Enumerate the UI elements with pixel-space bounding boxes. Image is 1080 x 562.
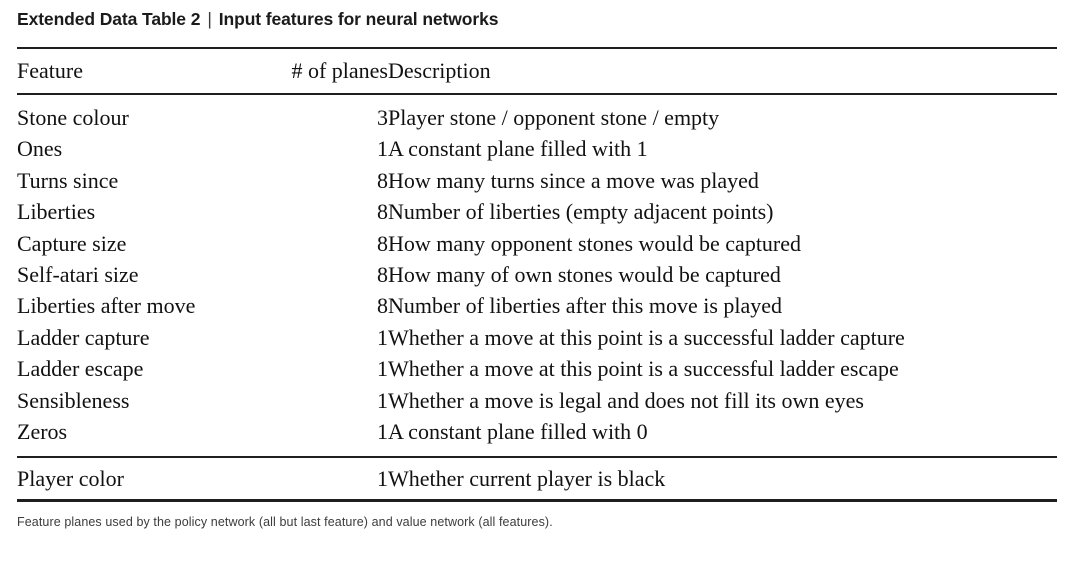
planes-cell: 1	[377, 324, 388, 350]
planes-cell: 8	[377, 293, 388, 319]
table-footer-section: Player color 1 Whether current player is…	[17, 457, 1057, 501]
description-cell: How many turns since a move was played	[388, 167, 759, 193]
feature-cell: Liberties	[17, 199, 96, 225]
planes-cell: 8	[377, 230, 388, 256]
planes-cell: 8	[377, 167, 388, 193]
table-title-subtitle: Input features for neural networks	[218, 9, 499, 29]
table-row: Ladder escape 1 Whether a move at this p…	[17, 353, 1057, 384]
description-cell: Whether a move at this point is a succes…	[388, 356, 899, 382]
table-row: Ladder capture 1 Whether a move at this …	[17, 322, 1057, 353]
feature-cell: Stone colour	[17, 105, 129, 130]
description-cell: A constant plane filled with 1	[388, 136, 648, 162]
feature-cell: Self-atari size	[17, 262, 139, 288]
table-caption: Feature planes used by the policy networ…	[17, 514, 553, 529]
planes-cell: 1	[377, 356, 388, 382]
description-cell: Whether a move at this point is a succes…	[388, 324, 905, 350]
table-body: Stone colour 3 Player stone / opponent s…	[17, 94, 1057, 458]
header-row: Feature # of planes Description	[17, 48, 1057, 94]
description-cell: How many opponent stones would be captur…	[388, 230, 802, 256]
column-header-planes: # of planes	[291, 58, 388, 83]
feature-cell: Ladder escape	[17, 356, 144, 382]
description-cell: Whether current player is black	[388, 465, 666, 491]
planes-cell: 8	[377, 262, 388, 288]
planes-cell: 1	[377, 419, 388, 445]
table-row: Liberties after move 8 Number of liberti…	[17, 290, 1057, 321]
table-row: Sensibleness 1 Whether a move is legal a…	[17, 385, 1057, 416]
description-cell: Number of liberties (empty adjacent poin…	[388, 199, 774, 225]
feature-cell: Sensibleness	[17, 387, 130, 413]
title-separator: |	[207, 9, 212, 29]
input-features-table: Feature # of planes Description Stone co…	[17, 47, 1057, 502]
feature-cell: Liberties after move	[17, 293, 196, 319]
table-header: Feature # of planes Description	[17, 48, 1057, 94]
description-cell: Player stone / opponent stone / empty	[388, 105, 720, 130]
planes-cell: 1	[377, 387, 388, 413]
description-cell: Whether a move is legal and does not fil…	[388, 387, 864, 413]
column-header-description: Description	[388, 58, 491, 83]
description-cell: A constant plane filled with 0	[388, 419, 648, 445]
feature-cell: Zeros	[17, 419, 68, 445]
feature-cell: Ladder capture	[17, 324, 150, 350]
feature-cell: Turns since	[17, 167, 119, 193]
planes-cell: 1	[377, 136, 388, 162]
table-row: Self-atari size 8 How many of own stones…	[17, 259, 1057, 290]
planes-cell: 8	[377, 199, 388, 225]
table-title-label: Extended Data Table 2	[17, 9, 201, 29]
feature-cell: Capture size	[17, 230, 127, 256]
table-row: Capture size 8 How many opponent stones …	[17, 228, 1057, 259]
table-row: Zeros 1 A constant plane filled with 0	[17, 416, 1057, 457]
planes-cell: 1	[377, 465, 388, 491]
table-row: Player color 1 Whether current player is…	[17, 457, 1057, 501]
table-row: Turns since 8 How many turns since a mov…	[17, 165, 1057, 196]
feature-cell: Player color	[17, 465, 124, 491]
table-row: Ones 1 A constant plane filled with 1	[17, 133, 1057, 164]
table-row: Liberties 8 Number of liberties (empty a…	[17, 196, 1057, 227]
column-header-feature: Feature	[17, 58, 83, 83]
table-title: Extended Data Table 2 | Input features for…	[17, 9, 1057, 30]
description-cell: Number of liberties after this move is p…	[388, 293, 783, 319]
description-cell: How many of own stones would be captured	[388, 262, 781, 288]
table-row: Stone colour 3 Player stone / opponent s…	[17, 94, 1057, 133]
planes-cell: 3	[377, 105, 388, 130]
feature-cell: Ones	[17, 136, 63, 162]
